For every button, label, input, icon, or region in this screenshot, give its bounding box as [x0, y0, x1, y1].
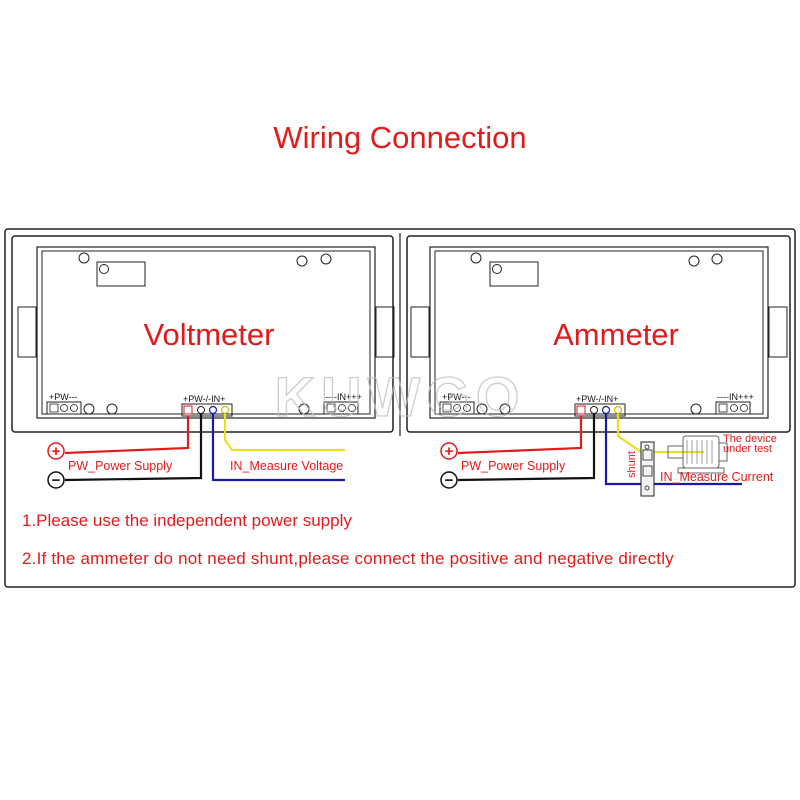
voltmeter-right-connector-label: ----IN+++	[325, 392, 362, 402]
voltmeter-middle-connector-label: +PW-/-IN+	[183, 394, 225, 404]
ammeter-middle-connector-label: +PW-/-IN+	[576, 394, 618, 404]
voltmeter-minus-glyph: −	[52, 472, 61, 489]
ammeter-right-connector-label: ----IN+++	[717, 392, 754, 402]
watermark: KUWGO	[275, 365, 526, 428]
voltmeter-black-wire	[64, 414, 203, 482]
voltmeter-plus-glyph: +	[52, 443, 61, 460]
note-shunt: 2.If the ammeter do not need shunt,pleas…	[22, 549, 674, 568]
ammeter-minus-symbol	[440, 471, 458, 489]
voltmeter-plus-symbol	[47, 442, 65, 460]
voltmeter-measure-wire-label: IN_Measure Voltage	[230, 459, 343, 473]
device-label-line1: The device	[723, 433, 777, 445]
voltmeter-label: Voltmeter	[144, 317, 275, 352]
note-power-supply: 1.Please use the independent power suppl…	[22, 511, 352, 530]
voltmeter-yellow-wire	[223, 414, 345, 452]
device-label-line2: under test	[723, 443, 772, 455]
ammeter-blue-wire	[604, 414, 641, 486]
shunt-component: shunt	[626, 441, 655, 497]
ammeter-minus-glyph: −	[445, 472, 454, 489]
outer-frame	[4, 228, 796, 588]
ammeter-plus-symbol	[440, 442, 458, 460]
ammeter-yellow-wire	[616, 414, 704, 454]
ammeter-plus-glyph: +	[445, 443, 454, 460]
motor-icon	[667, 435, 728, 474]
voltmeter-blue-wire	[211, 414, 345, 482]
voltmeter-panel: Voltmeter +PW--- +PW-/-IN+ ----IN+++ + −…	[11, 235, 395, 489]
ammeter-left-connector-label: +PW---	[442, 392, 471, 402]
ammeter-label: Ammeter	[553, 317, 679, 352]
voltmeter-red-wire	[64, 416, 190, 455]
ammeter-black-wire	[457, 414, 596, 482]
voltmeter-minus-symbol	[47, 471, 65, 489]
voltmeter-left-connector-label: +PW---	[49, 392, 78, 402]
page-title: Wiring Connection	[273, 120, 527, 155]
ammeter-measure-wire-label: IN_Measure Current	[660, 470, 774, 484]
ammeter-power-wire-label: PW_Power Supply	[461, 459, 566, 473]
ammeter-panel: Ammeter +PW--- +PW-/-IN+ ----IN+++ shunt	[406, 235, 791, 497]
ammeter-red-wire	[457, 416, 583, 455]
shunt-label: shunt	[626, 451, 638, 478]
voltmeter-power-wire-label: PW_Power Supply	[68, 459, 173, 473]
